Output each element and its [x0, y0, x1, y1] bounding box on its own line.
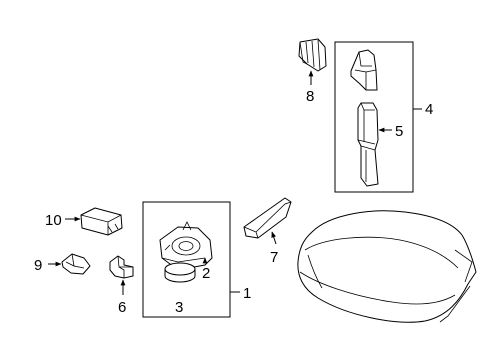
wedge-pad-icon [243, 197, 292, 239]
callout-1: 1 [243, 285, 251, 302]
sensor-bracket-icon [159, 221, 213, 271]
callout-5: 5 [395, 123, 403, 140]
callout-2: 2 [202, 265, 210, 282]
long-bracket-icon [357, 102, 379, 187]
callout-8: 8 [306, 88, 314, 105]
trim-piece-icon [61, 253, 91, 275]
callout-6: 6 [118, 299, 126, 316]
seat-cushion-icon [297, 210, 477, 323]
small-clip-icon [109, 255, 134, 279]
top-clip-icon [298, 38, 327, 72]
callout-10: 10 [45, 212, 62, 229]
callout-7: 7 [270, 249, 278, 266]
callout-9: 9 [34, 257, 42, 274]
upper-bracket-icon [350, 49, 378, 91]
cushion-sensor-frame [142, 201, 231, 318]
bracket-assembly-frame [334, 41, 414, 193]
leader-7 [271, 231, 277, 245]
control-module-icon [80, 207, 123, 236]
callout-3: 3 [175, 299, 183, 316]
round-pad-icon [164, 262, 196, 283]
callout-4: 4 [425, 101, 433, 118]
